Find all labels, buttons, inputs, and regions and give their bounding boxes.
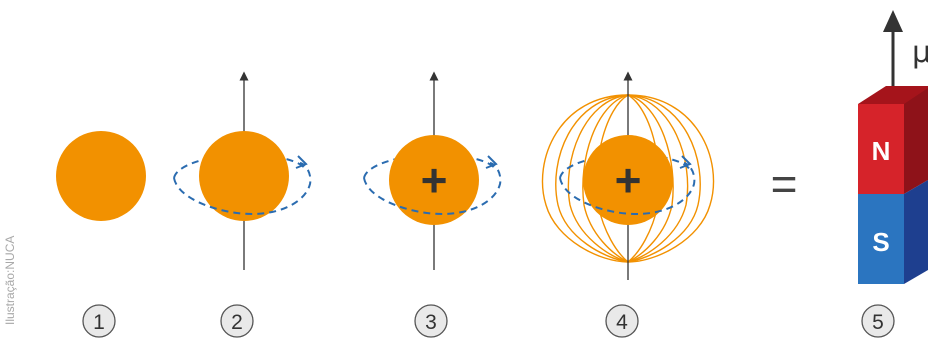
stage-3: + bbox=[363, 71, 502, 270]
magnetic-moment-arrowhead-icon bbox=[883, 10, 903, 32]
spin-loop-front-icon bbox=[559, 162, 696, 216]
step-badge-2: 2 bbox=[220, 304, 254, 338]
magnetic-moment-symbol: μ bbox=[912, 35, 928, 70]
step-number: 3 bbox=[425, 311, 437, 334]
step-number: 2 bbox=[231, 311, 243, 334]
step-number: 1 bbox=[93, 311, 105, 334]
south-pole-label: S bbox=[872, 227, 889, 257]
bar-magnet-icon bbox=[858, 86, 928, 284]
step-badge-5: 5 bbox=[861, 304, 895, 338]
step-badge-1: 1 bbox=[82, 304, 116, 338]
spin-loop-front-icon bbox=[363, 162, 502, 216]
spin-direction-arrow-icon bbox=[485, 155, 498, 169]
step-number: 5 bbox=[872, 311, 884, 334]
step-badge-3: 3 bbox=[414, 304, 448, 338]
stage-1 bbox=[56, 131, 146, 221]
step-number: 4 bbox=[616, 311, 628, 334]
positive-charge-sign: + bbox=[421, 154, 448, 206]
particle-icon bbox=[56, 131, 146, 221]
stage-2 bbox=[173, 71, 312, 270]
particle-icon bbox=[389, 135, 479, 225]
step-badge-4: 4 bbox=[605, 304, 639, 338]
positive-charge-sign: + bbox=[615, 154, 642, 206]
north-pole-label: N bbox=[872, 136, 891, 166]
particle-icon bbox=[199, 131, 289, 221]
stage-4: + bbox=[541, 71, 715, 280]
particle-icon bbox=[583, 135, 673, 225]
spin-direction-arrow-icon bbox=[679, 155, 692, 169]
illustration-credit: Ilustração:NUCA bbox=[3, 236, 17, 325]
stage-5: μ N S bbox=[858, 10, 928, 284]
equals-sign: = bbox=[771, 158, 798, 210]
spin-direction-arrow-icon bbox=[295, 155, 308, 169]
spin-loop-front-icon bbox=[173, 162, 312, 216]
